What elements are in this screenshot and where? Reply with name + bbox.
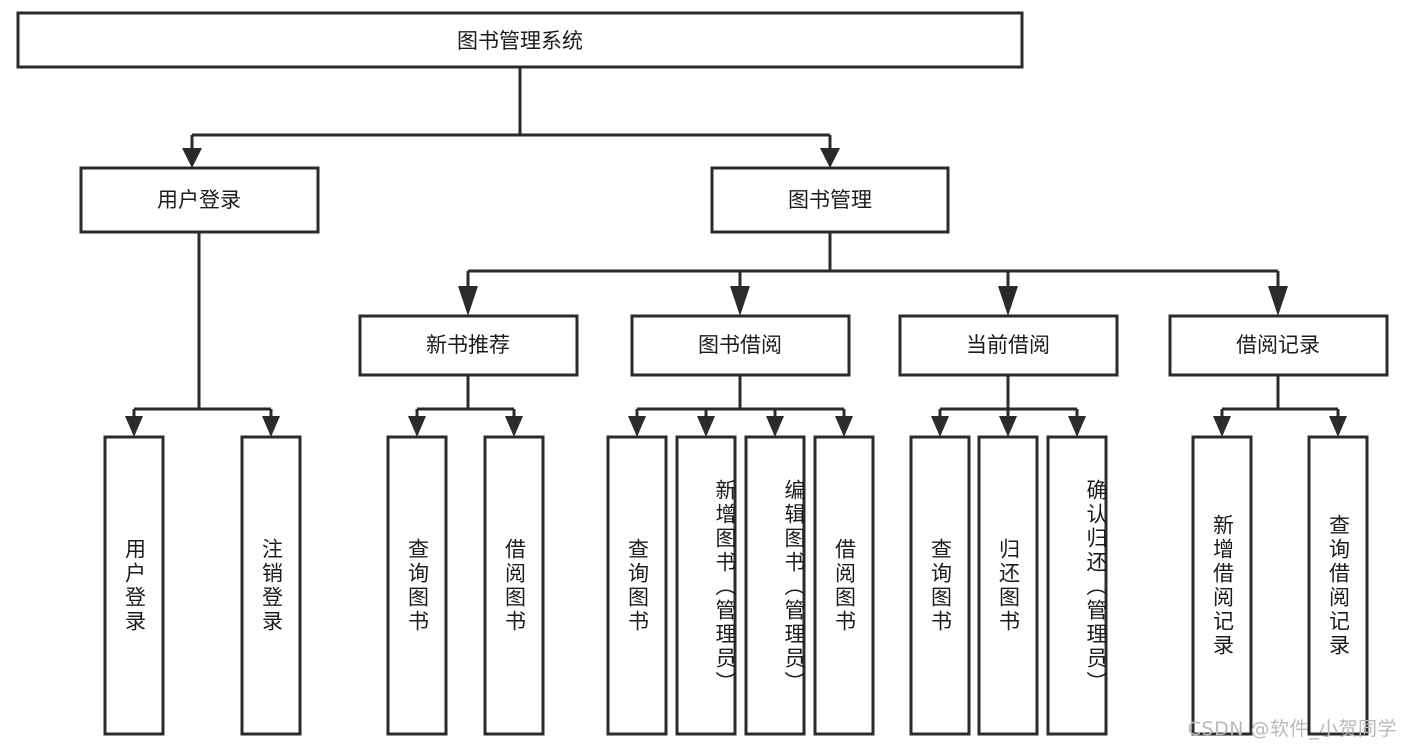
node-book-borrow[interactable]: 图书借阅: [630, 314, 851, 377]
arrow-leaf-edit-book: [766, 416, 784, 437]
arrow-leaf-add-book: [697, 416, 715, 437]
arrow-leaf-add-record: [1213, 416, 1231, 437]
leaf-box-return-book[interactable]: [977, 435, 1039, 736]
arrow-to-book-borrow: [730, 286, 750, 316]
book-manage-label: 图书管理: [788, 188, 872, 212]
arrow-leaf-query-book-2: [628, 416, 646, 437]
csdn-watermark: CSDN @软件_小贺同学: [1187, 718, 1397, 740]
arrow-leaf-user-logout: [262, 416, 280, 437]
leaf-box-query-book-3[interactable]: [909, 435, 971, 736]
arrow-leaf-confirm-return: [1068, 416, 1086, 437]
edge-group-root-to-level2: [182, 67, 840, 168]
leaf-box-user-logout[interactable]: [240, 435, 302, 736]
leaf-box-add-record[interactable]: [1191, 435, 1253, 736]
arrow-leaf-borrow-book-2: [835, 416, 853, 437]
node-book-manage[interactable]: 图书管理: [710, 166, 950, 234]
arrow-to-borrow-record: [1268, 286, 1288, 316]
arrow-leaf-query-book-3: [931, 416, 949, 437]
arrow-to-book-manage: [820, 148, 840, 168]
leaf-boxes-new-book-rec: [386, 435, 545, 736]
leaf-box-confirm-return[interactable]: [1046, 435, 1108, 736]
arrow-leaf-query-record: [1329, 416, 1347, 437]
borrow-record-box[interactable]: [1168, 314, 1389, 377]
node-current-borrow[interactable]: 当前借阅: [898, 314, 1119, 377]
node-user-login[interactable]: 用户登录: [79, 166, 320, 234]
root-label: 图书管理系统: [457, 29, 583, 53]
arrow-to-current-borrow: [998, 286, 1018, 316]
leaf-box-user-login[interactable]: [103, 435, 165, 736]
book-borrow-box[interactable]: [630, 314, 851, 377]
borrow-record-label: 借阅记录: [1236, 333, 1320, 357]
current-borrow-box[interactable]: [898, 314, 1119, 377]
leaf-box-query-record[interactable]: [1307, 435, 1369, 736]
user-login-box[interactable]: [79, 166, 320, 234]
edge-group-user-login-to-leaves: [125, 232, 280, 437]
node-root[interactable]: 图书管理系统: [16, 11, 1024, 69]
arrow-to-new-book-rec: [458, 286, 478, 316]
edge-group-current-borrow-to-leaves: [931, 375, 1086, 437]
edge-group-book-manage-to-level3: [458, 232, 1288, 316]
leaf-boxes-current-borrow: [909, 435, 1108, 736]
arrow-to-user-login: [182, 148, 202, 168]
leaf-boxes-user-login: [103, 435, 302, 736]
current-borrow-label: 当前借阅: [966, 333, 1050, 357]
new-book-rec-box[interactable]: [358, 314, 579, 377]
leaf-box-borrow-book-2[interactable]: [813, 435, 875, 736]
book-manage-box[interactable]: [710, 166, 950, 234]
edge-group-new-book-rec-to-leaves: [408, 375, 523, 437]
leaf-box-query-book-1[interactable]: [386, 435, 448, 736]
arrow-leaf-query-book-1: [408, 416, 426, 437]
node-new-book-rec[interactable]: 新书推荐: [358, 314, 579, 377]
leaf-boxes-borrow-record: [1191, 435, 1369, 736]
leaf-box-borrow-book-1[interactable]: [483, 435, 545, 736]
leaf-box-add-book[interactable]: [675, 435, 737, 736]
user-login-label: 用户登录: [157, 188, 241, 212]
book-borrow-label: 图书借阅: [698, 333, 782, 357]
edge-group-book-borrow-to-leaves: [628, 375, 853, 437]
leaf-boxes-book-borrow: [606, 435, 875, 736]
new-book-rec-label: 新书推荐: [426, 333, 510, 357]
leaf-box-query-book-2[interactable]: [606, 435, 668, 736]
arrow-leaf-return-book: [999, 416, 1017, 437]
arrow-leaf-borrow-book-1: [505, 416, 523, 437]
root-box[interactable]: [16, 11, 1024, 69]
edge-group-borrow-record-to-leaves: [1213, 375, 1347, 437]
arrow-leaf-user-login: [125, 416, 143, 437]
node-borrow-record[interactable]: 借阅记录: [1168, 314, 1389, 377]
leaf-box-edit-book[interactable]: [744, 435, 806, 736]
